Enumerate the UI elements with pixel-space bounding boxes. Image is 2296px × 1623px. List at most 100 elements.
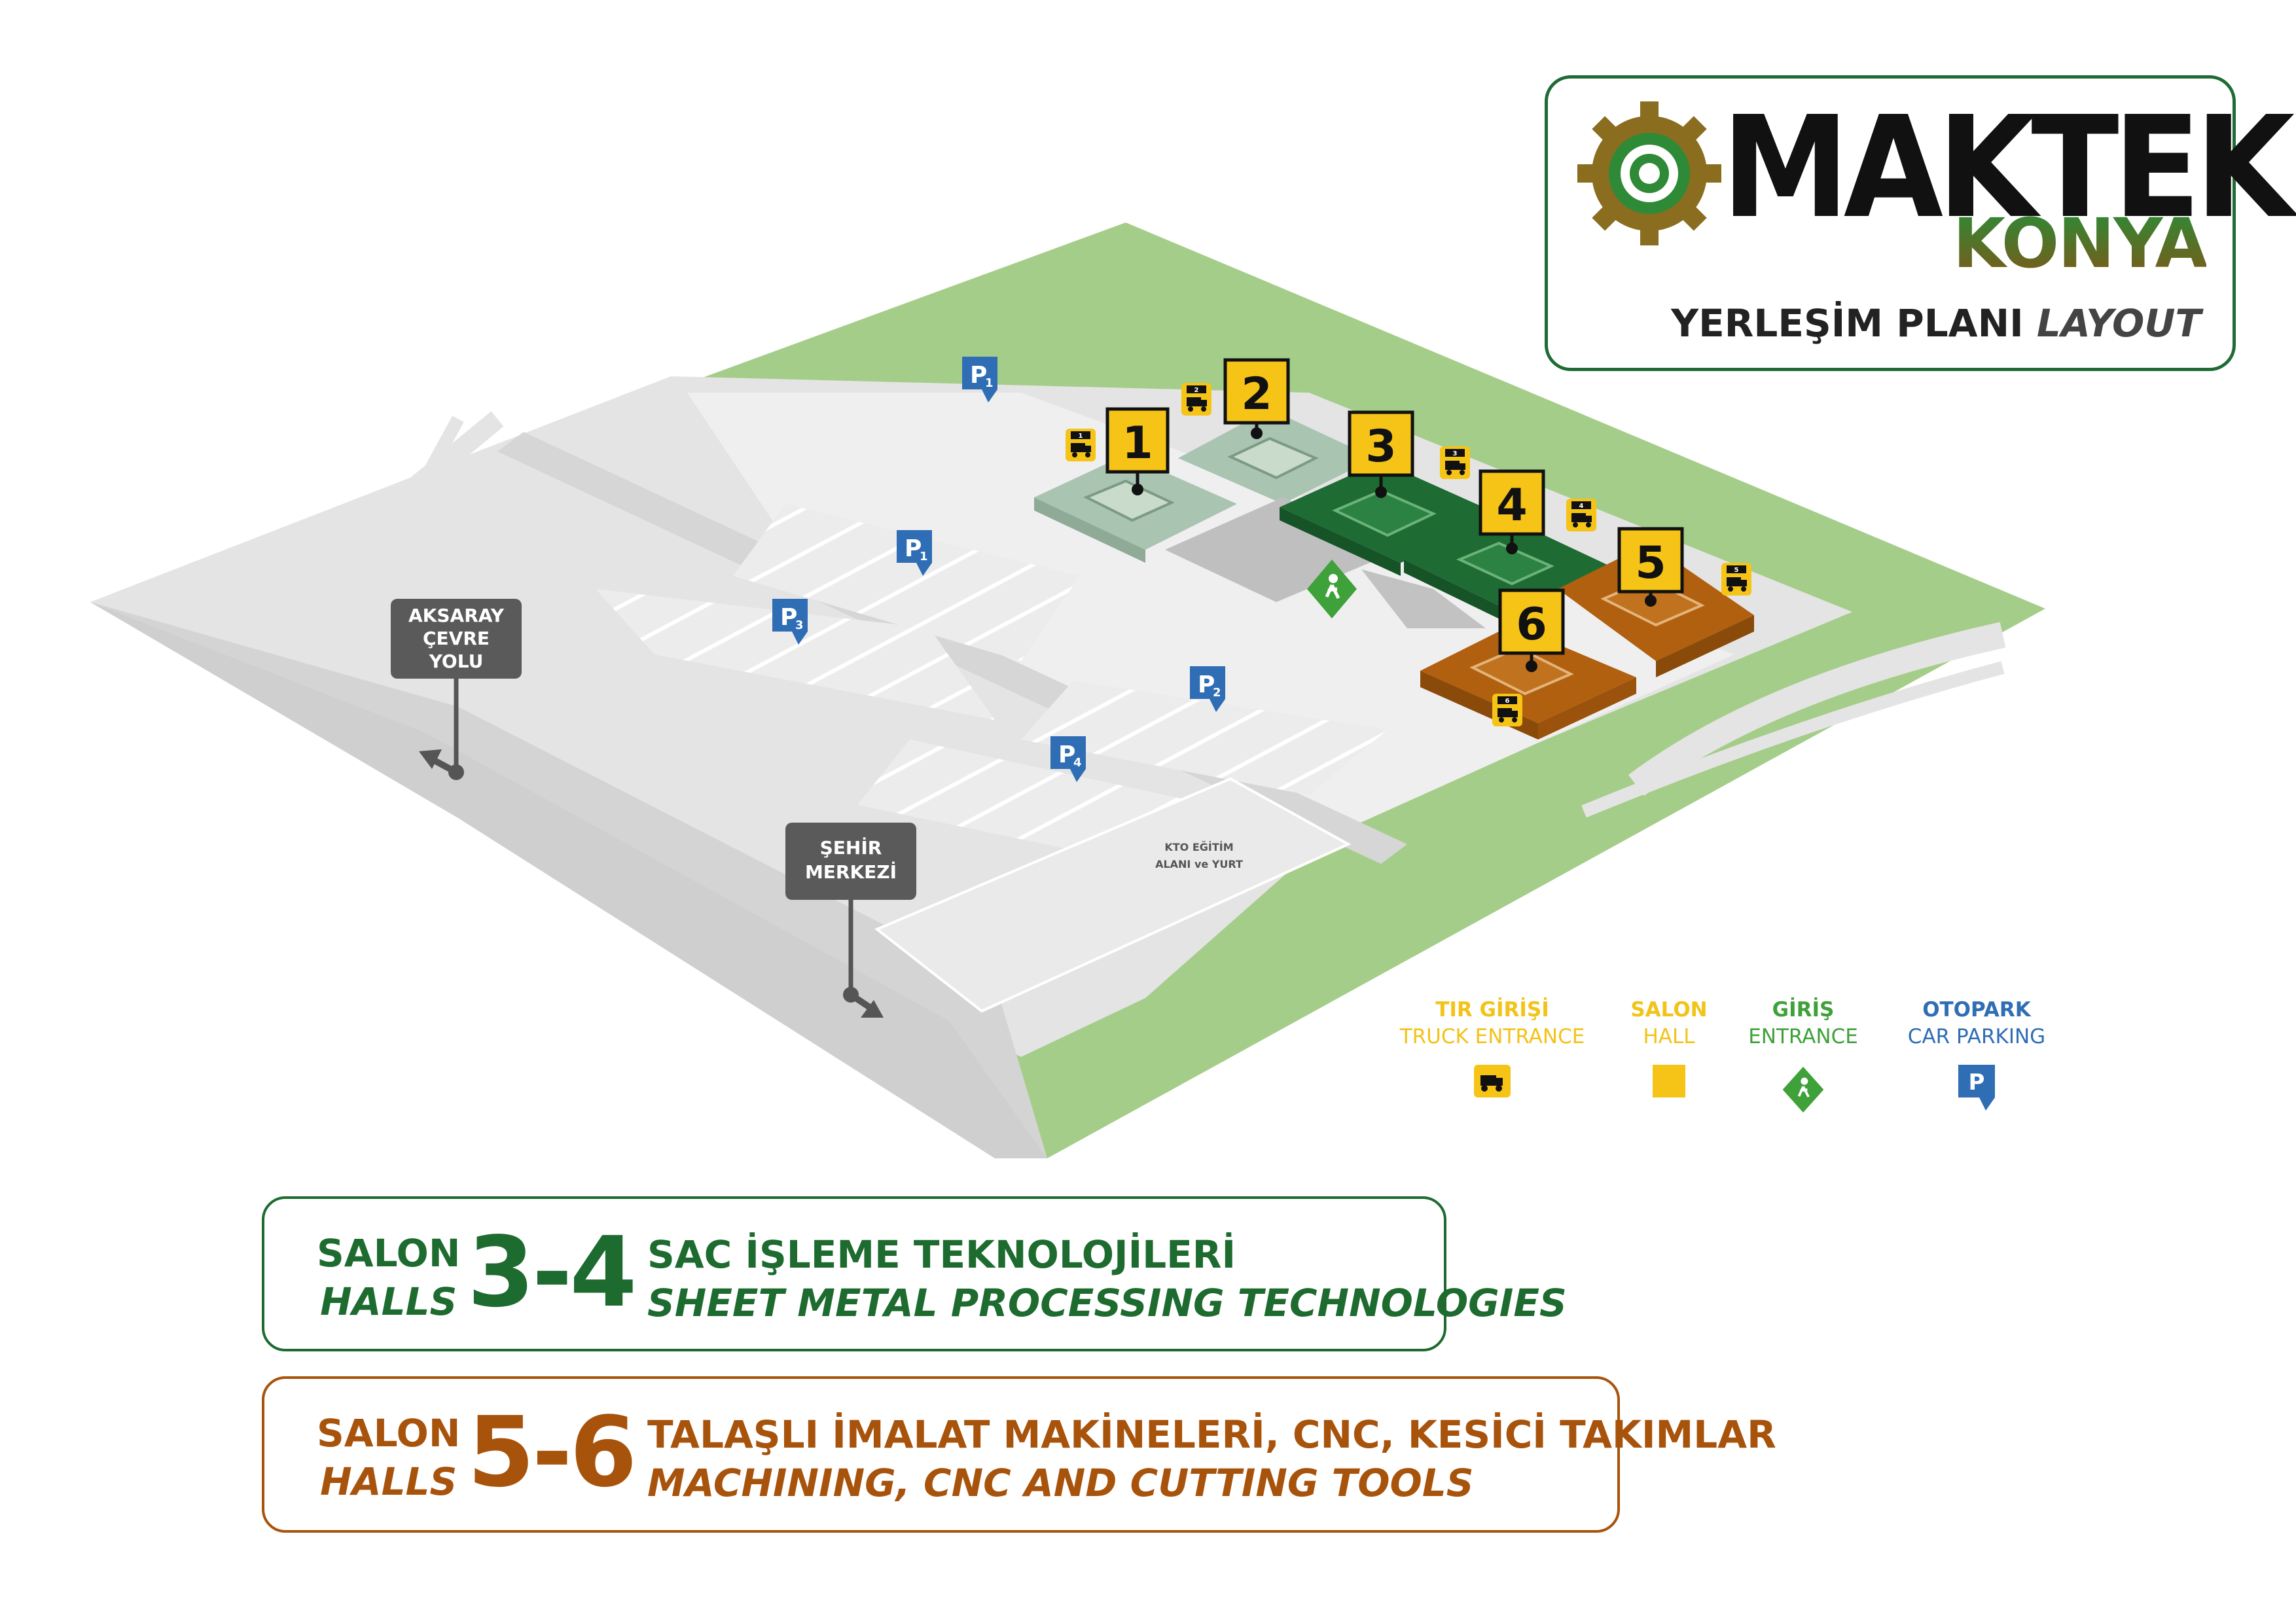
parking-sub: 2 [1213, 686, 1221, 700]
inner-lot [687, 393, 1734, 831]
truck-number: 3 [1453, 450, 1458, 457]
hall-flag-6-label: 6 [1516, 599, 1547, 651]
halls-word: HALLS [320, 1279, 457, 1324]
hall-flag-1[interactable]: 1 [1105, 407, 1170, 495]
sehir-line-1: ŞEHİR [820, 836, 882, 859]
aksaray-line-3: YOLU [429, 651, 484, 672]
category-tr: SAC İŞLEME TEKNOLOJİLERİ [647, 1232, 1236, 1277]
truck-marker-6[interactable]: 6 [1492, 694, 1522, 726]
parking-letter: P [1198, 671, 1215, 698]
legend-entrance: GİRİŞ ENTRANCE [1679, 997, 1928, 1115]
hall-flag-4[interactable]: 4 [1479, 469, 1545, 554]
legend-truck-en: TRUCK ENTRANCE [1399, 1025, 1585, 1048]
truck-number: 1 [1079, 433, 1083, 440]
truck-number: 4 [1579, 503, 1584, 510]
aksaray-line-2: ÇEVRE [423, 628, 490, 649]
main-road-edge [90, 602, 1047, 1158]
salon-label: SALON HALLS [317, 1229, 460, 1326]
layout-title-tr: YERLEŞİM PLANI [1671, 301, 2024, 346]
category-en: SHEET METAL PROCESSING TECHNOLOGIES [647, 1281, 1567, 1325]
truck-icon [1474, 1065, 1511, 1097]
layout-title: YERLEŞİM PLANI LAYOUT [1671, 304, 2201, 342]
parking-icon-letter: P [1969, 1069, 1985, 1096]
truck-icon [1445, 461, 1460, 470]
parking-sub: 1 [985, 376, 994, 390]
parking-sub: 3 [795, 618, 804, 632]
entrance-marker[interactable] [1307, 560, 1357, 618]
pedestrian-icon [1329, 574, 1338, 583]
parking-lot-1 [733, 504, 1080, 661]
truck-marker-5[interactable]: 5 [1721, 563, 1751, 596]
truck-marker-4[interactable]: 4 [1566, 499, 1596, 531]
hall-flag-5-label: 5 [1635, 537, 1666, 589]
truck-icon [1498, 708, 1512, 717]
halls-word: HALLS [320, 1459, 457, 1504]
parking-marker-p2[interactable]: P 2 [1190, 666, 1225, 712]
hall-side-6b [1538, 677, 1636, 740]
kto-label-1: KTO EĞİTİM [1164, 841, 1233, 853]
hall-3-inner [1332, 489, 1437, 537]
salon-word: SALON [317, 1231, 461, 1275]
hall-flag-5[interactable]: 5 [1617, 527, 1684, 607]
hall-4-inner [1456, 541, 1554, 586]
truck-icon [1071, 443, 1085, 452]
parking-marker-top[interactable]: P 1 [962, 357, 997, 402]
entrance-icon [1782, 1067, 1824, 1113]
kto-area [874, 777, 1352, 1013]
parking-sub: 4 [1073, 756, 1082, 770]
hall-numbers: 5-6 [467, 1396, 637, 1508]
side-road-1 [308, 411, 504, 577]
salon-label: SALON HALLS [317, 1409, 460, 1506]
right-road [1628, 622, 2006, 796]
truck-marker-2[interactable]: 2 [1181, 383, 1211, 416]
truck-marker-3[interactable]: 3 [1440, 446, 1470, 479]
truck-marker-1[interactable]: 1 [1066, 429, 1096, 461]
info-box-halls-3-4: SALON HALLS 3-4 SAC İŞLEME TEKNOLOJİLERİ… [262, 1196, 1567, 1351]
truck-number: 2 [1194, 387, 1199, 394]
parking-marker-p1[interactable]: P 1 [897, 530, 932, 576]
parking-marker-p4[interactable]: P 4 [1050, 736, 1086, 782]
truck-number: 6 [1505, 698, 1510, 705]
parking-marker-p3[interactable]: P 3 [772, 599, 808, 645]
parking-lot-2 [1021, 681, 1388, 795]
road-sign-sehir: ŞEHİR MERKEZİ [785, 823, 916, 1018]
legend-hall: SALON HALL [1545, 997, 1793, 1097]
legend-entrance-tr: GİRİŞ [1772, 998, 1835, 1022]
hall-connector-2 [1361, 569, 1486, 628]
hall-flag-2-label: 2 [1241, 368, 1272, 420]
kto-label-2: ALANI ve YURT [1155, 858, 1243, 870]
right-road-2 [1581, 661, 2005, 818]
hall-flag-6[interactable]: 6 [1498, 588, 1565, 672]
parking-sub: 1 [920, 550, 928, 563]
hall-4-side [1404, 560, 1512, 625]
legend-parking-en: CAR PARKING [1907, 1025, 2046, 1048]
category-tr: TALAŞLI İMALAT MAKİNELERİ, CNC, KESİCİ T… [647, 1412, 1776, 1457]
logo-box: MAKTEK KONYA YERLEŞİM PLANI LAYOUT [1545, 75, 2295, 371]
truck-number: 5 [1734, 567, 1739, 574]
legend-hall-en: HALL [1643, 1025, 1695, 1048]
parking-letter: P [905, 535, 922, 562]
parking-letter: P [1058, 741, 1075, 768]
hall-flag-3-label: 3 [1365, 421, 1396, 473]
hall-flag-1-label: 1 [1122, 418, 1153, 469]
legend-truck-tr: TIR GİRİŞİ [1435, 998, 1549, 1022]
hall-flag-3[interactable]: 3 [1348, 410, 1414, 498]
hall-5-side [1656, 615, 1754, 677]
legend-hall-tr: SALON [1630, 998, 1708, 1022]
logo-wordmark: MAKTEK [1721, 86, 2295, 249]
hall-flag-2[interactable]: 2 [1223, 358, 1290, 439]
truck-icon [1727, 577, 1741, 586]
legend-entrance-en: ENTRANCE [1748, 1025, 1858, 1048]
hall-1-side [1034, 497, 1145, 563]
legend-truck: TIR GİRİŞİ TRUCK ENTRANCE [1368, 997, 1617, 1097]
salon-word: SALON [317, 1411, 461, 1455]
hall-square-icon [1653, 1065, 1685, 1097]
parking-letter: P [780, 604, 797, 631]
sehir-line-2: MERKEZİ [805, 861, 897, 883]
info-box-halls-5-6: SALON HALLS 5-6 TALAŞLI İMALAT MAKİNELER… [262, 1376, 1776, 1533]
hall-1-inner [1083, 479, 1175, 522]
hall-flag-4-label: 4 [1496, 480, 1527, 531]
logo-city: KONYA [1952, 204, 2208, 283]
side-road-2 [374, 416, 464, 566]
